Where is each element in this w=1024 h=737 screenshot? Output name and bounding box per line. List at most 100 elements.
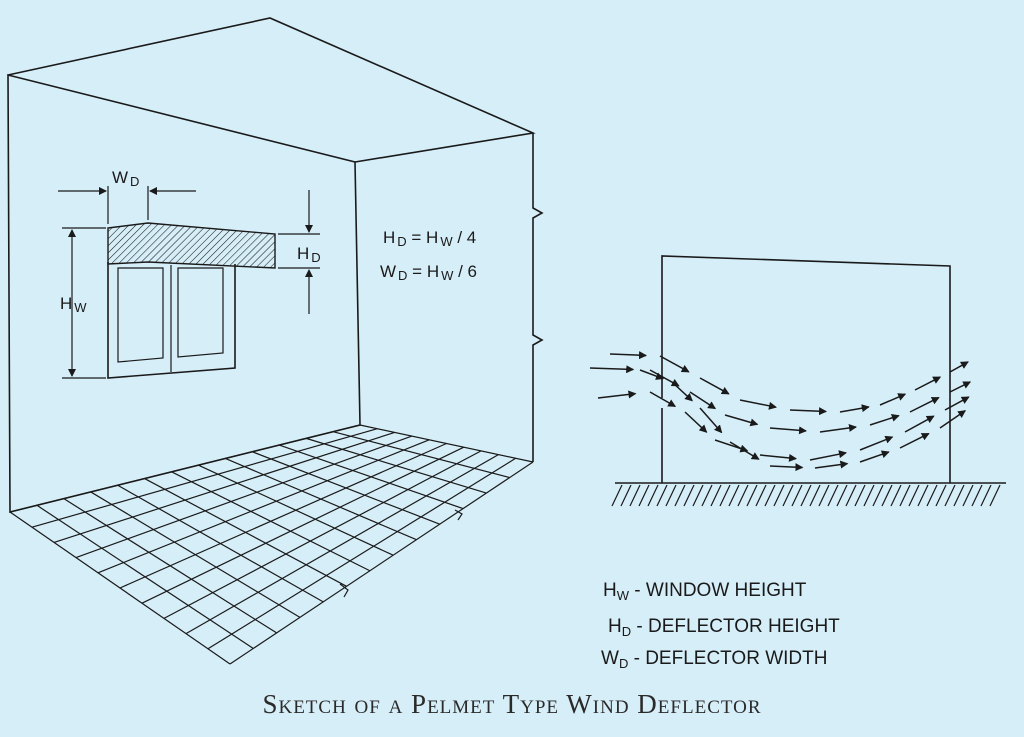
airflow-arrow bbox=[819, 423, 857, 433]
airflow-arrow bbox=[597, 390, 637, 399]
ground-hatch-line bbox=[908, 484, 920, 507]
ground-hatch-line bbox=[872, 484, 884, 507]
floor-grid-line bbox=[75, 435, 413, 559]
ground-hatch-line bbox=[620, 484, 632, 507]
airflow-arrow bbox=[909, 396, 940, 413]
ground-hatch-line bbox=[773, 484, 785, 507]
floor-grid-line bbox=[141, 446, 465, 604]
ground-hatch-line bbox=[971, 484, 983, 507]
ground-hatch-line bbox=[701, 484, 713, 507]
airflow-arrow bbox=[739, 399, 777, 410]
ground-hatch-line bbox=[629, 484, 641, 507]
ground-hatch-line bbox=[818, 484, 830, 507]
ground-hatch-line bbox=[656, 484, 668, 507]
ground-hatch-line bbox=[782, 484, 794, 507]
airflow-arrow bbox=[699, 407, 723, 434]
legend: HW - WINDOW HEIGHT HD - DEFLECTOR HEIGHT… bbox=[601, 580, 840, 671]
ground-hatch-line bbox=[755, 484, 767, 507]
floor-grid-line bbox=[119, 442, 447, 589]
room-ceiling bbox=[7, 17, 536, 163]
window-right-sash bbox=[177, 267, 224, 358]
window-left-sash bbox=[117, 267, 164, 363]
figure-caption: Sketch of a Pelmet Type Wind Deflector bbox=[262, 689, 762, 719]
ground-hatch-line bbox=[944, 484, 956, 507]
airflow-arrow bbox=[649, 391, 677, 408]
floor-grid-line bbox=[185, 454, 499, 635]
floor-grid-line bbox=[31, 428, 378, 528]
airflow-arrows bbox=[589, 351, 972, 472]
ground-hatch-line bbox=[953, 484, 965, 507]
legend-item-deflector-width: WD - DEFLECTOR WIDTH bbox=[601, 648, 827, 671]
ground-hatch-line bbox=[809, 484, 821, 507]
ground-hatch-line bbox=[980, 484, 992, 507]
airflow-arrow bbox=[914, 376, 942, 391]
ground-hatch-line bbox=[863, 484, 875, 507]
legend-item-deflector-height: HD - DEFLECTOR HEIGHT bbox=[608, 616, 840, 639]
ground-hatch-line bbox=[791, 484, 803, 507]
airflow-arrow bbox=[729, 441, 760, 460]
airflow-arrow bbox=[759, 453, 797, 462]
ground-hatch-line bbox=[836, 484, 848, 507]
ground-hatch-line bbox=[764, 484, 776, 507]
ground-hatch-line bbox=[692, 484, 704, 507]
ground-hatch-line bbox=[638, 484, 650, 507]
airflow-arrow bbox=[879, 393, 907, 406]
floor-grid bbox=[9, 424, 534, 665]
legend-item-window-height: HW - WINDOW HEIGHT bbox=[603, 580, 807, 603]
window-with-pelmet bbox=[107, 222, 276, 379]
floor-break-mark-1 bbox=[454, 509, 463, 521]
ground-hatch-line bbox=[683, 484, 695, 507]
ground-hatch-line bbox=[647, 484, 659, 507]
airflow-arrow bbox=[639, 369, 664, 380]
ground-hatch-line bbox=[899, 484, 911, 507]
ground-hatch-line bbox=[737, 484, 749, 507]
floor-grid-line bbox=[229, 461, 534, 665]
floor-grid-line bbox=[97, 439, 430, 574]
floor-grid-line bbox=[207, 457, 517, 650]
ground-hatch-line bbox=[611, 484, 623, 507]
floor-grid-line bbox=[9, 424, 361, 513]
ground-hatch-line bbox=[710, 484, 722, 507]
ground-hatch-line bbox=[989, 484, 1001, 507]
airflow-arrow bbox=[769, 463, 804, 472]
airflow-arrow bbox=[699, 377, 730, 395]
airflow-arrow bbox=[689, 391, 717, 410]
airflow-arrow bbox=[684, 411, 708, 433]
airflow-arrow bbox=[769, 426, 807, 435]
ground-hatch-line bbox=[926, 484, 938, 507]
ground-hatch-line bbox=[719, 484, 731, 507]
window-frame bbox=[107, 262, 236, 379]
ground-hatch-line bbox=[845, 484, 857, 507]
section-room-outline bbox=[661, 255, 951, 483]
room-sketch bbox=[7, 17, 544, 665]
airflow-arrow bbox=[949, 381, 972, 393]
airflow-arrow bbox=[814, 460, 849, 469]
airflow-arrow bbox=[589, 365, 635, 374]
ground-hatch-line bbox=[854, 484, 866, 507]
ground-hatch-line bbox=[827, 484, 839, 507]
floor-grid-line bbox=[53, 431, 395, 543]
airflow-arrow bbox=[944, 396, 970, 411]
floor-grid-line bbox=[163, 450, 482, 619]
airflow-arrow bbox=[671, 381, 693, 402]
ground-hatch-line bbox=[881, 484, 893, 507]
ground-hatch-line bbox=[917, 484, 929, 507]
airflow-arrow bbox=[859, 450, 890, 463]
room-side-wall-edge bbox=[532, 133, 544, 462]
airflow-arrow bbox=[809, 450, 847, 461]
section-view bbox=[589, 255, 1006, 507]
airflow-arrow bbox=[939, 410, 967, 429]
ground-hatch bbox=[611, 484, 1001, 507]
ground-hatch-line bbox=[665, 484, 677, 507]
airflow-arrow bbox=[869, 413, 900, 426]
